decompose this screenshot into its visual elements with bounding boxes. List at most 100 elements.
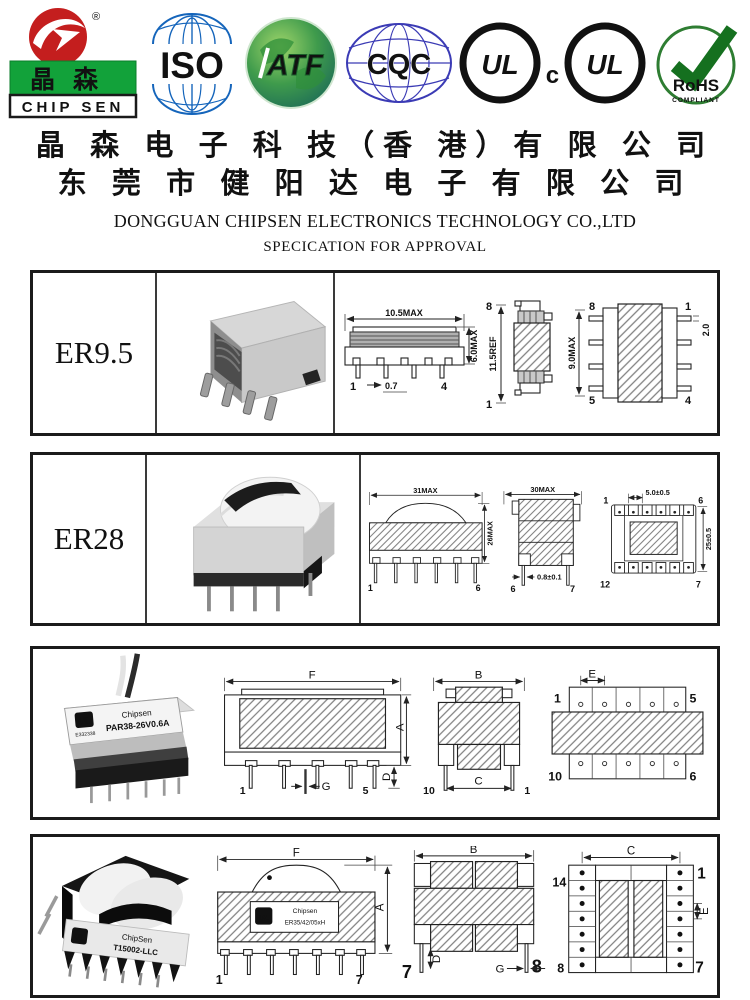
company-name-cn-1: 晶 森 电 子 科 技（香 港）有 限 公 司 <box>35 130 715 162</box>
product-section-t15002: UL ChipSen T15002-LLC F UL Chipsen <box>30 833 720 998</box>
par38-product-photo: UL E332338 Chipsen PAR38-26V0.6A <box>63 652 195 803</box>
pin-number: 8 <box>486 301 492 313</box>
pin-number: 12 <box>600 579 610 589</box>
pin-number: 1 <box>486 399 492 411</box>
chipsen-logo-graphic: ® 晶森 CHIP SEN <box>8 8 138 119</box>
pin-number: 14 <box>552 875 566 889</box>
dim-width: C <box>626 846 634 858</box>
t15002-front-view-drawing: F UL Chipsen ER35/42/05xH 1 7 A <box>215 847 392 986</box>
pin-number: 7 <box>402 962 412 982</box>
ul-logo-graphic: UL <box>459 22 541 104</box>
er95-side-view-drawing: 8 1 11.5REF <box>486 299 553 411</box>
er95-front-view-drawing: 10.5MAX 0.7 6.0MAX 1 4 <box>344 308 479 393</box>
product-section-er95: ER9.5 10.5MAX <box>30 269 720 436</box>
dim-pin: 0.7 <box>385 381 398 391</box>
pin-number: 4 <box>441 381 448 393</box>
pin-number: 1 <box>524 785 530 796</box>
dim-pin-width: G <box>321 781 330 793</box>
pin-number: 6 <box>476 582 481 592</box>
pin-number: 6 <box>698 495 703 505</box>
title-block: 晶 森 电 子 科 技（香 港）有 限 公 司 东 莞 市 健 阳 达 电 子 … <box>0 127 750 256</box>
c-ul-logo-graphic: UL <box>564 22 646 104</box>
product-section-er28: ER28 31MAX 1 <box>30 451 720 626</box>
ul-circle-icon <box>564 22 646 104</box>
product-photo-cell: UL E332338 Chipsen PAR38-26V0.6A <box>33 649 209 817</box>
er95-product-photo <box>199 300 327 421</box>
ul-circle-icon <box>459 22 541 104</box>
cqc-label: CQC <box>367 49 432 81</box>
dim-pitch: E <box>698 907 710 915</box>
ul-mark-label: UL <box>78 715 91 726</box>
pin-number: 7 <box>695 959 704 976</box>
dim-height: 25±0.5 <box>704 527 713 549</box>
er28-side-view-drawing: 30MAX 0.8±0.1 6 7 <box>503 484 583 593</box>
er28-drawings: 31MAX 1 6 26MAX 30MAX 0.8±0.1 <box>361 455 717 623</box>
ul-label: UL <box>586 49 623 80</box>
pin-number: 1 <box>239 785 245 795</box>
t15002-bottom-view-drawing: C 1 7 14 8 E <box>552 846 710 977</box>
c-ul-prefix: c <box>545 62 560 89</box>
rohs-logo: RoHS COMPLIANT <box>650 15 744 111</box>
par38-front-view-drawing: F 1 5 A D G <box>223 670 411 796</box>
er95-bottom-view-drawing: 8 5 1 4 9.0MAX 2.0 <box>567 301 711 407</box>
ul-label: UL <box>481 49 518 80</box>
iatf-globe-graphic: ATF <box>244 17 337 109</box>
dim-width: 10.5MAX <box>385 308 423 318</box>
certification-logo-bar: ® 晶森 CHIP SEN ISO <box>0 0 750 121</box>
dim-height: A <box>374 903 386 911</box>
pin-number: 4 <box>685 395 692 407</box>
product-label-cell: ER28 <box>33 454 147 623</box>
cqc-logo-graphic: CQC <box>345 23 452 103</box>
pin-number: 6 <box>689 769 696 783</box>
dim-height: 11.5REF <box>488 336 498 372</box>
product-photo-cell <box>147 454 361 623</box>
dim-pitch: 5.0±0.5 <box>645 488 669 497</box>
ul-mark-icon <box>70 926 89 945</box>
drawing-label-part: ER35/42/05xH <box>284 919 324 926</box>
pin-number: 5 <box>689 691 696 705</box>
document-title: SPECICATION FOR APPROVAL <box>263 238 487 255</box>
er28-front-view-drawing: 31MAX 1 6 26MAX <box>368 485 494 592</box>
dim-pin-length: D <box>381 772 393 780</box>
ul-logo: UL <box>458 21 542 105</box>
rohs-compliant-label: COMPLIANT <box>672 97 720 104</box>
pin-number: 1 <box>697 865 706 882</box>
dim-width: F <box>308 670 315 682</box>
pin-number: 10 <box>423 785 435 796</box>
dim-pin-width: G <box>495 963 504 975</box>
t15002-drawings: F UL Chipsen ER35/42/05xH 1 7 A B <box>205 837 717 995</box>
photo-brand-label: ChipSen <box>121 932 152 945</box>
pin-number: 7 <box>570 583 575 593</box>
black-wire <box>124 652 141 698</box>
product-label-cell: ER9.5 <box>33 272 157 433</box>
dim-width: F <box>292 847 299 859</box>
dim-width: B <box>470 846 478 856</box>
chipsen-english-name: CHIP SEN <box>22 99 125 116</box>
er95-drawings: 10.5MAX 0.7 6.0MAX 1 4 8 1 11.5REF <box>335 273 717 433</box>
rohs-logo-graphic: RoHS COMPLIANT <box>656 25 738 105</box>
iatf-logo: ATF <box>242 14 340 112</box>
product-section-par38: UL E332338 Chipsen PAR38-26V0.6A F 1 <box>30 645 720 820</box>
white-wire <box>115 654 126 696</box>
pin-number: 8 <box>557 961 564 975</box>
dim-pin-length: D <box>431 954 443 962</box>
pin-number: 1 <box>215 973 222 986</box>
pin-number: 7 <box>355 973 362 986</box>
er28-product-photo <box>193 476 335 611</box>
c-ul-logo: UL <box>563 21 647 105</box>
ul-mark-label: UL <box>258 912 269 921</box>
par38-bottom-view-drawing: E 1 5 10 6 <box>548 670 704 783</box>
iso-logo-graphic: ISO <box>151 13 232 115</box>
ul-file-number: E332338 <box>75 730 96 738</box>
ul-mark-icon <box>74 711 94 728</box>
par38-drawings: F 1 5 A D G B <box>209 649 717 817</box>
pin-number: 7 <box>696 579 701 589</box>
product-photo-cell <box>157 272 335 433</box>
ul-mark-label: UL <box>74 931 86 941</box>
chipsen-green-box <box>9 60 137 96</box>
registered-mark: ® <box>92 11 100 23</box>
company-name-cn-2: 东 莞 市 健 阳 达 电 子 有 限 公 司 <box>57 168 693 201</box>
dim-c: C <box>474 775 482 787</box>
pin-number: 1 <box>685 301 691 313</box>
chipsen-chinese-name: 晶森 <box>30 66 116 94</box>
